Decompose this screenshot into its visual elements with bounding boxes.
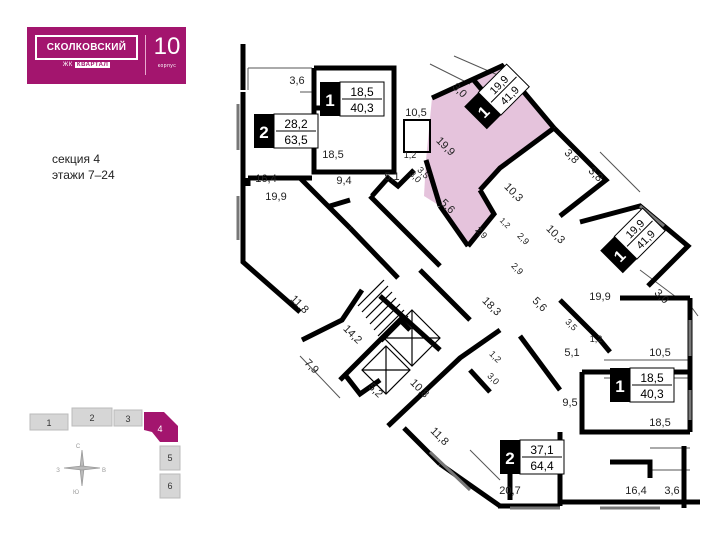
room-area: 10,5 bbox=[649, 347, 670, 359]
room-area: 9,5 bbox=[562, 397, 577, 409]
windows bbox=[236, 104, 692, 510]
brand-sub-prefix: ЖК bbox=[62, 62, 73, 68]
room-area: 10,3 bbox=[501, 181, 525, 205]
room-area: 18,5 bbox=[649, 417, 670, 429]
key-section-label: 2 bbox=[89, 413, 94, 423]
room-area: 1,2 bbox=[487, 349, 503, 365]
key-section-6 bbox=[159, 473, 181, 499]
room-area: 10,8 bbox=[407, 377, 431, 401]
room-area: 3,0 bbox=[652, 287, 671, 306]
thin-walls bbox=[247, 55, 699, 481]
brand-subtitle: ЖК КВАРТАЛ bbox=[35, 62, 138, 68]
room-area: 2,9 bbox=[515, 231, 531, 247]
key-section-label: 4 bbox=[157, 424, 162, 434]
section-info: секция 4 этажи 7–24 bbox=[52, 151, 115, 183]
key-section-4 bbox=[144, 412, 178, 442]
key-section-2 bbox=[71, 407, 113, 427]
apartment-label[interactable]: 2 28,2 63,5 bbox=[254, 113, 319, 149]
room-area: 16,4 bbox=[255, 173, 276, 185]
room-area: 16,4 bbox=[625, 485, 646, 497]
section-label: секция 4 bbox=[52, 152, 101, 166]
floors-label: этажи 7–24 bbox=[52, 168, 115, 182]
apartment-total-area: 64,4 bbox=[530, 459, 554, 473]
apartment-rooms: 2 bbox=[259, 123, 268, 142]
room-area: 19,9 bbox=[265, 191, 286, 203]
room-area: 5,2 bbox=[366, 381, 385, 400]
room-area: 11,8 bbox=[288, 293, 311, 316]
compass-east: В bbox=[102, 468, 106, 474]
brand-sub-box: КВАРТАЛ bbox=[74, 62, 111, 68]
brand-name: СКОЛКОВСКИЙ bbox=[35, 35, 138, 60]
key-section-label: 3 bbox=[125, 414, 130, 424]
room-area: 18,5 bbox=[322, 149, 343, 161]
room-area: 1,2 bbox=[590, 334, 603, 344]
key-section-1 bbox=[29, 413, 69, 431]
compass-west: З bbox=[56, 468, 60, 474]
apartment-label[interactable]: 1 18,5 40,3 bbox=[610, 367, 675, 403]
stairwell bbox=[357, 279, 441, 395]
room-area: 3,0 bbox=[485, 371, 501, 387]
apartment-total-area: 40,3 bbox=[640, 387, 664, 401]
room-area: 5,1 bbox=[564, 347, 579, 359]
apartment-living-area: 37,1 bbox=[530, 443, 554, 457]
apartment-total-area: 40,3 bbox=[350, 101, 374, 115]
apartment-living-area: 28,2 bbox=[284, 117, 308, 131]
apartment-living-area: 18,5 bbox=[350, 85, 374, 99]
room-area: 1,2 bbox=[404, 150, 417, 160]
room-area: 10,3 bbox=[543, 223, 567, 247]
room-area: 20,7 bbox=[499, 485, 520, 497]
room-area: 19,9 bbox=[589, 291, 610, 303]
room-area: 3,6 bbox=[664, 485, 679, 497]
highlighted-apartment-fill[interactable] bbox=[424, 66, 554, 246]
key-section-label: 5 bbox=[167, 453, 172, 463]
room-area: 11,8 bbox=[428, 425, 451, 448]
room-area: 2,9 bbox=[509, 261, 525, 277]
building-label: корпус bbox=[157, 63, 177, 69]
room-area: 9,4 bbox=[336, 175, 351, 187]
compass-icon: С Ю З В bbox=[56, 444, 106, 496]
key-section-3 bbox=[113, 409, 143, 427]
apartment-label[interactable]: 2 37,1 64,4 bbox=[500, 439, 565, 475]
brand-logo: СКОЛКОВСКИЙ ЖК КВАРТАЛ 10 корпус bbox=[27, 27, 186, 84]
apartment-label[interactable]: 1 19,9 41,9 bbox=[600, 207, 666, 274]
room-area: 5,1 bbox=[384, 171, 399, 183]
building-number: 10 bbox=[153, 33, 181, 60]
key-section-label: 6 bbox=[167, 481, 172, 491]
key-section-label: 1 bbox=[46, 418, 51, 428]
room-area: 3,6 bbox=[289, 75, 304, 87]
room-area: 18,3 bbox=[479, 295, 503, 319]
apartment-total-area: 63,5 bbox=[284, 133, 308, 147]
apartment-rooms: 2 bbox=[505, 449, 514, 468]
compass-north: С bbox=[76, 444, 81, 450]
brand-separator bbox=[145, 35, 146, 75]
apartment-rooms: 1 bbox=[325, 91, 334, 110]
room-area: 5,6 bbox=[530, 295, 549, 314]
apartment-label[interactable]: 1 18,5 40,3 bbox=[320, 81, 385, 117]
apartment-living-area: 18,5 bbox=[640, 371, 664, 385]
room-area: 14,2 bbox=[340, 323, 364, 347]
compass-south: Ю bbox=[73, 490, 79, 496]
apartment-rooms: 1 bbox=[615, 377, 624, 396]
room-area: 10,5 bbox=[405, 107, 426, 119]
key-section-5 bbox=[159, 445, 181, 471]
room-area: 1,2 bbox=[498, 216, 513, 231]
key-plan: 1 2 3 4 5 6 bbox=[29, 407, 181, 499]
room-area: 7,9 bbox=[302, 357, 321, 376]
